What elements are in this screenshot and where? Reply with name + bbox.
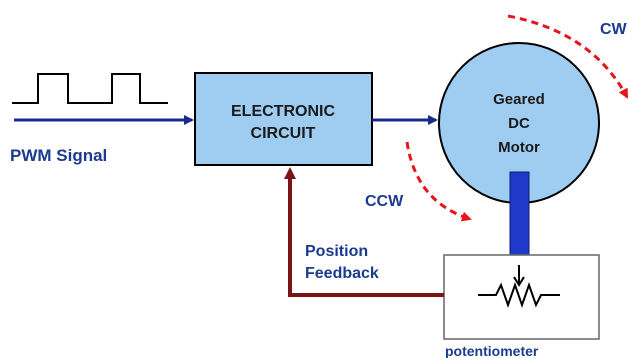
motor-label-line1: Geared	[493, 91, 545, 108]
potentiometer-label: potentiometer	[445, 343, 539, 358]
feedback-label-line2: Feedback	[305, 265, 379, 282]
pwm-signal-label: PWM Signal	[10, 146, 107, 165]
position-feedback-arrow	[284, 167, 444, 297]
motor-shaft	[509, 171, 530, 265]
feedback-label-line1: Position	[305, 243, 368, 260]
cw-rotation-arrow	[507, 14, 629, 99]
ccw-rotation-arrow	[405, 141, 472, 222]
cw-label: CW	[600, 21, 628, 38]
motor-label-line3: Motor	[498, 139, 540, 156]
potentiometer-wiper-head	[513, 276, 525, 287]
motor-label-line2: DC	[508, 115, 530, 132]
pwm-waveform	[12, 73, 168, 104]
circuit-label-line2: CIRCUIT	[251, 125, 316, 142]
potentiometer-box	[443, 254, 600, 340]
ccw-label: CCW	[365, 193, 404, 210]
circuit-label-line1: ELECTRONIC	[231, 103, 335, 120]
potentiometer-resistor-symbol	[478, 281, 560, 309]
